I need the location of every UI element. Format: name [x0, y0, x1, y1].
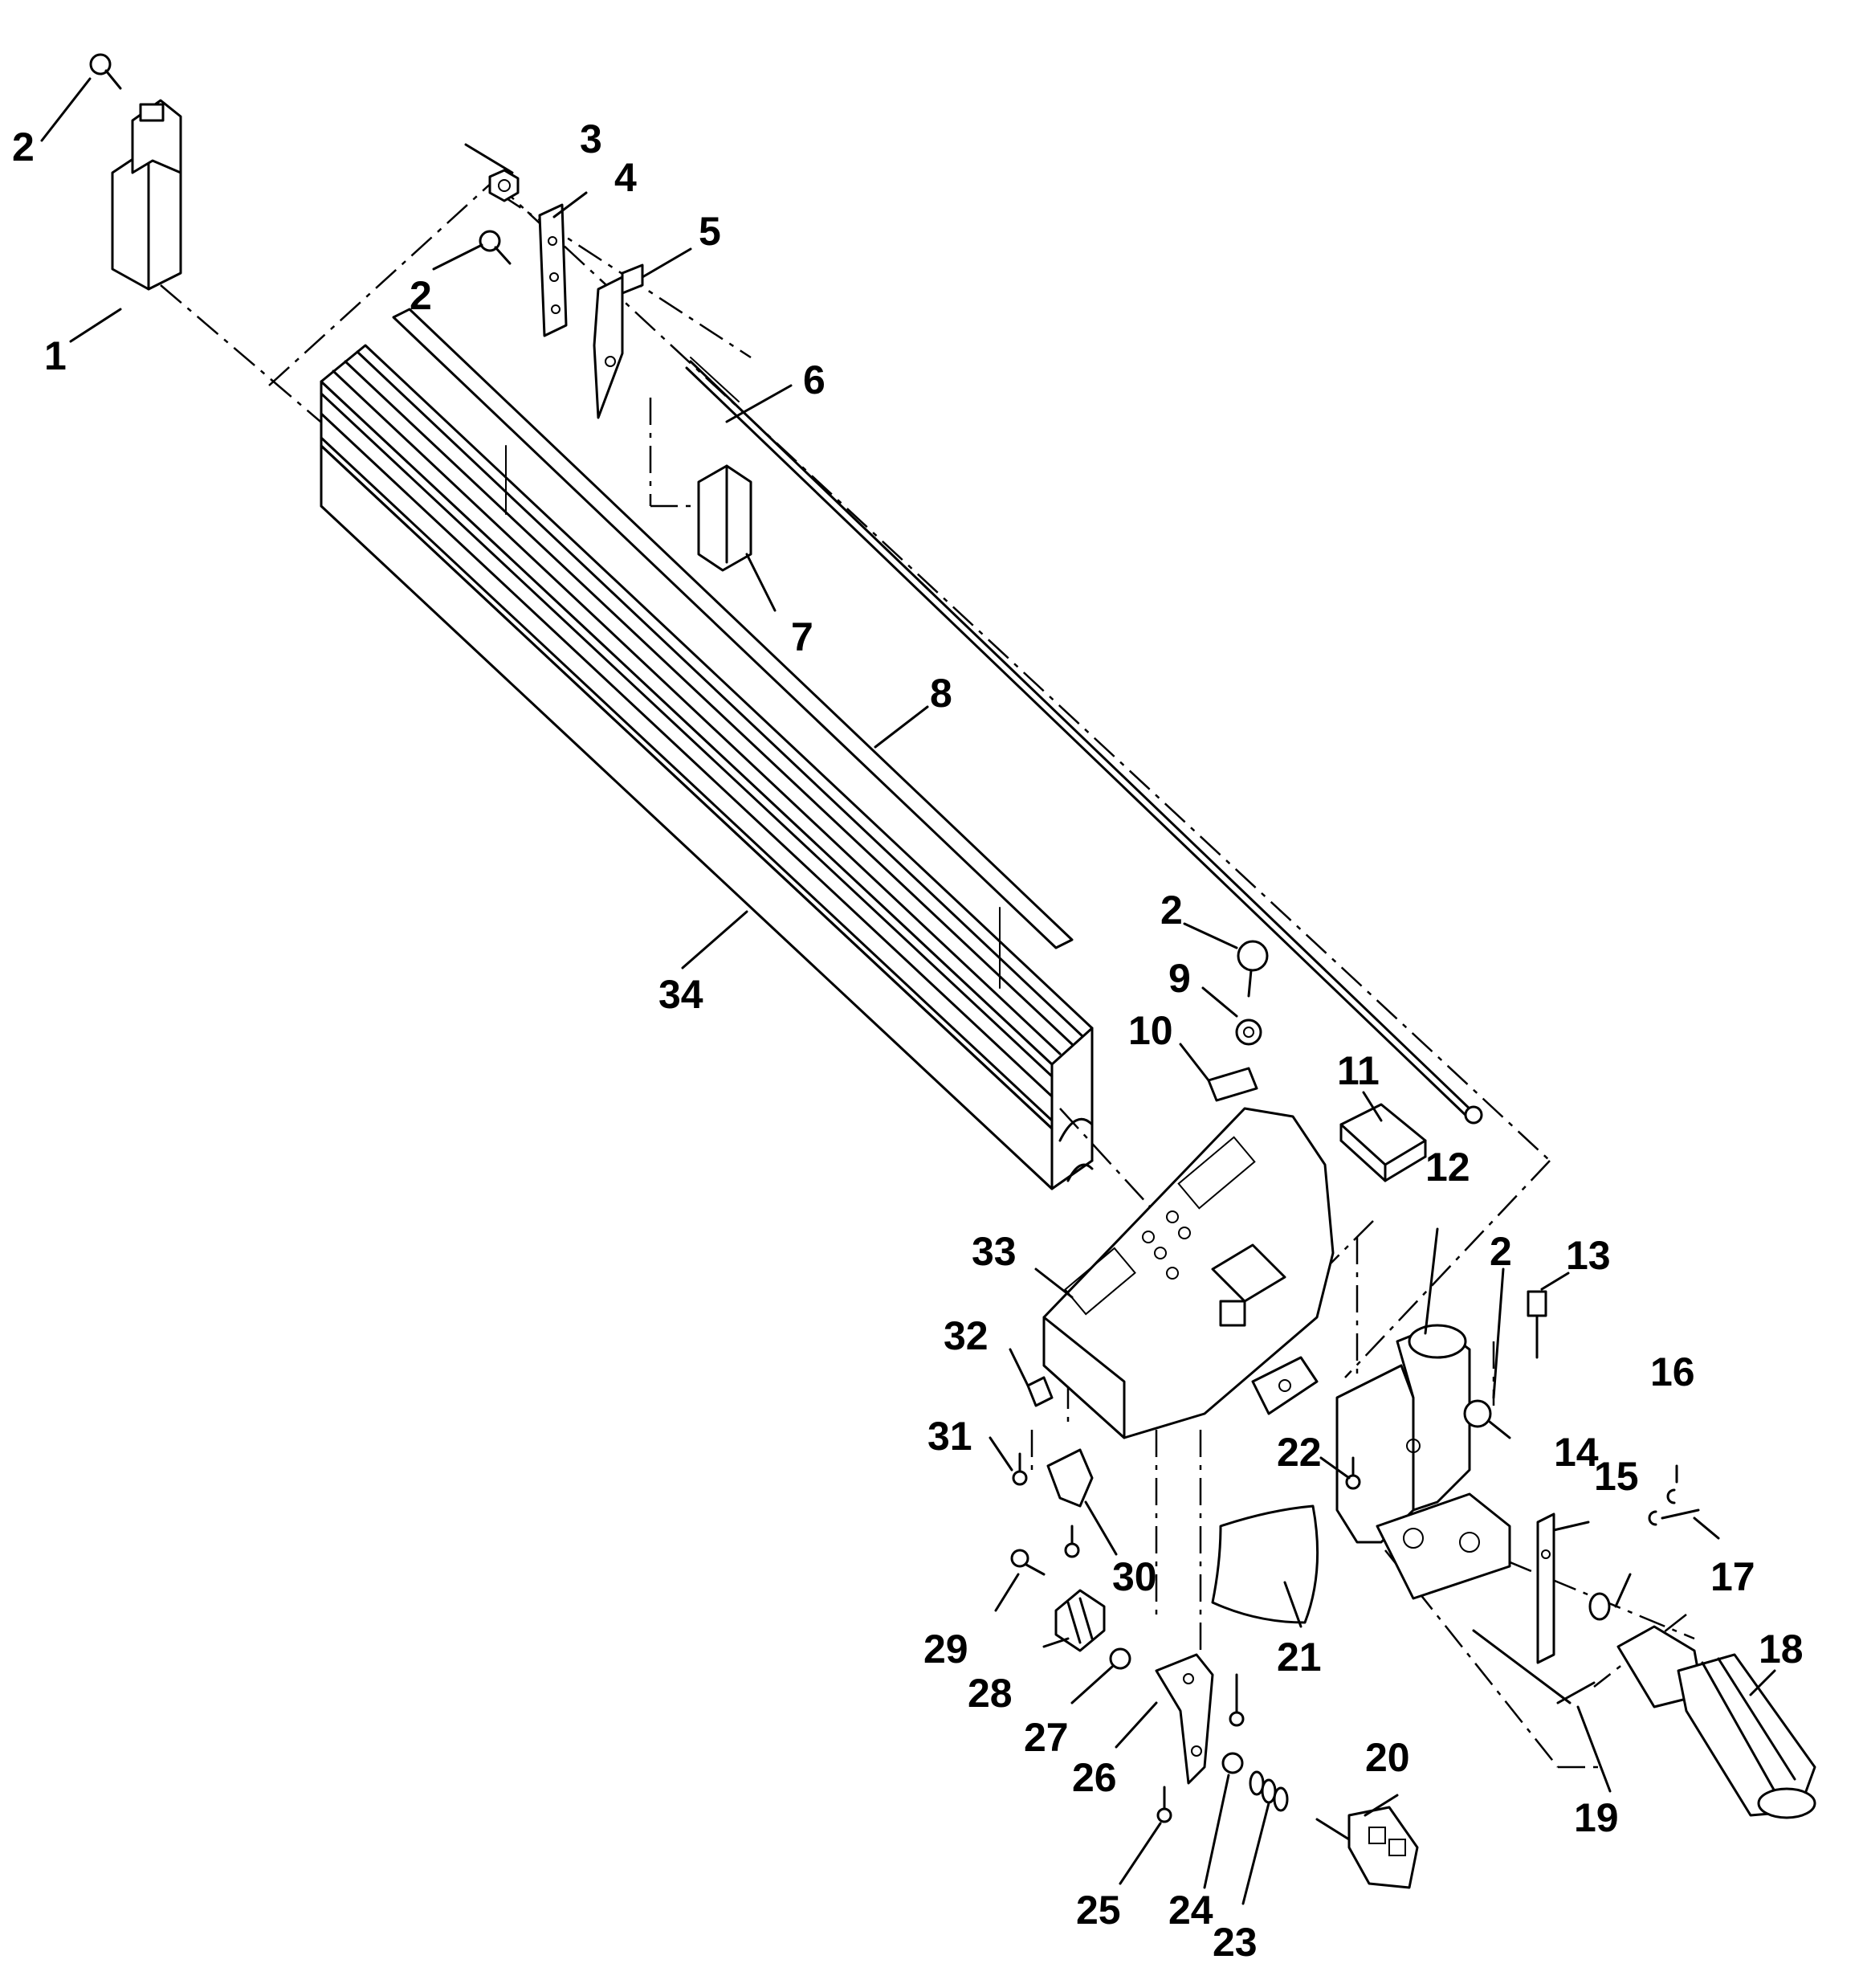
label-13: 13 — [1566, 1233, 1611, 1278]
label-14: 14 — [1554, 1430, 1599, 1475]
handle — [1616, 1625, 1816, 1819]
label-22: 22 — [1277, 1430, 1322, 1475]
label-33: 33 — [972, 1229, 1017, 1274]
screw — [1156, 1786, 1172, 1823]
pin — [1661, 1508, 1700, 1520]
fence-head — [1042, 1107, 1335, 1439]
rod — [1472, 1629, 1596, 1704]
indicator — [593, 263, 644, 419]
label-2b: 2 — [410, 273, 432, 318]
label-9: 9 — [1168, 956, 1191, 1001]
label-6: 6 — [803, 357, 826, 402]
label-25: 25 — [1076, 1888, 1121, 1933]
label-30: 30 — [1112, 1554, 1157, 1599]
label-26: 26 — [1072, 1755, 1117, 1800]
pad — [1339, 1103, 1427, 1182]
clamp-block — [697, 464, 752, 572]
cap-screw — [1527, 1290, 1547, 1359]
label-4: 4 — [614, 155, 637, 200]
block — [1026, 1376, 1054, 1407]
screw — [1237, 940, 1269, 998]
clip — [1648, 1488, 1676, 1526]
label-10: 10 — [1128, 1008, 1173, 1053]
label-34: 34 — [658, 972, 703, 1017]
label-2d: 2 — [1490, 1229, 1512, 1274]
part-labels: 2 1 3 4 2 5 6 7 8 34 2 9 10 11 12 2 13 3… — [12, 116, 1804, 1965]
label-7: 7 — [791, 614, 813, 659]
spring — [1249, 1770, 1289, 1812]
label-2a: 2 — [12, 125, 35, 169]
label-12: 12 — [1425, 1145, 1470, 1190]
label-5: 5 — [699, 209, 721, 254]
label-2c: 2 — [1160, 888, 1183, 933]
lock-bracket — [1335, 1324, 1511, 1600]
label-31: 31 — [927, 1414, 972, 1459]
label-1: 1 — [44, 333, 67, 378]
end-cap — [111, 99, 182, 291]
latch — [1046, 1448, 1094, 1508]
label-17: 17 — [1710, 1554, 1755, 1599]
clip — [1207, 1067, 1258, 1102]
bushing — [1221, 1752, 1244, 1774]
screw — [1229, 1673, 1245, 1727]
plate — [1155, 1653, 1214, 1785]
screw — [479, 230, 512, 265]
label-11: 11 — [1337, 1048, 1380, 1093]
label-28: 28 — [968, 1671, 1013, 1716]
label-27: 27 — [1024, 1715, 1069, 1760]
washer — [1109, 1647, 1131, 1670]
knob — [1315, 1806, 1419, 1889]
label-23: 23 — [1213, 1920, 1258, 1965]
label-plate — [1211, 1504, 1319, 1624]
gear-knob — [1054, 1589, 1106, 1652]
rod — [685, 357, 1483, 1125]
pin — [1588, 1592, 1611, 1621]
label-19: 19 — [1574, 1795, 1619, 1840]
screw — [1010, 1549, 1046, 1576]
label-15: 15 — [1594, 1454, 1639, 1499]
screw — [1012, 1452, 1028, 1486]
label-32: 32 — [944, 1313, 989, 1358]
label-3: 3 — [580, 116, 602, 161]
washer — [1235, 1018, 1262, 1046]
label-16: 16 — [1650, 1349, 1695, 1394]
label-18: 18 — [1759, 1627, 1804, 1672]
screw — [89, 53, 122, 90]
label-21: 21 — [1277, 1635, 1322, 1680]
label-29: 29 — [923, 1627, 968, 1672]
link-plate — [1536, 1512, 1555, 1664]
leader-lines — [40, 77, 1776, 1905]
label-20: 20 — [1365, 1735, 1410, 1780]
label-8: 8 — [930, 671, 952, 716]
nut — [488, 169, 520, 202]
bracket — [538, 203, 568, 337]
label-24: 24 — [1168, 1888, 1213, 1933]
strip — [392, 308, 1074, 949]
fence-rail — [320, 344, 1094, 1190]
screw — [1064, 1525, 1080, 1558]
screw — [1463, 1399, 1511, 1439]
